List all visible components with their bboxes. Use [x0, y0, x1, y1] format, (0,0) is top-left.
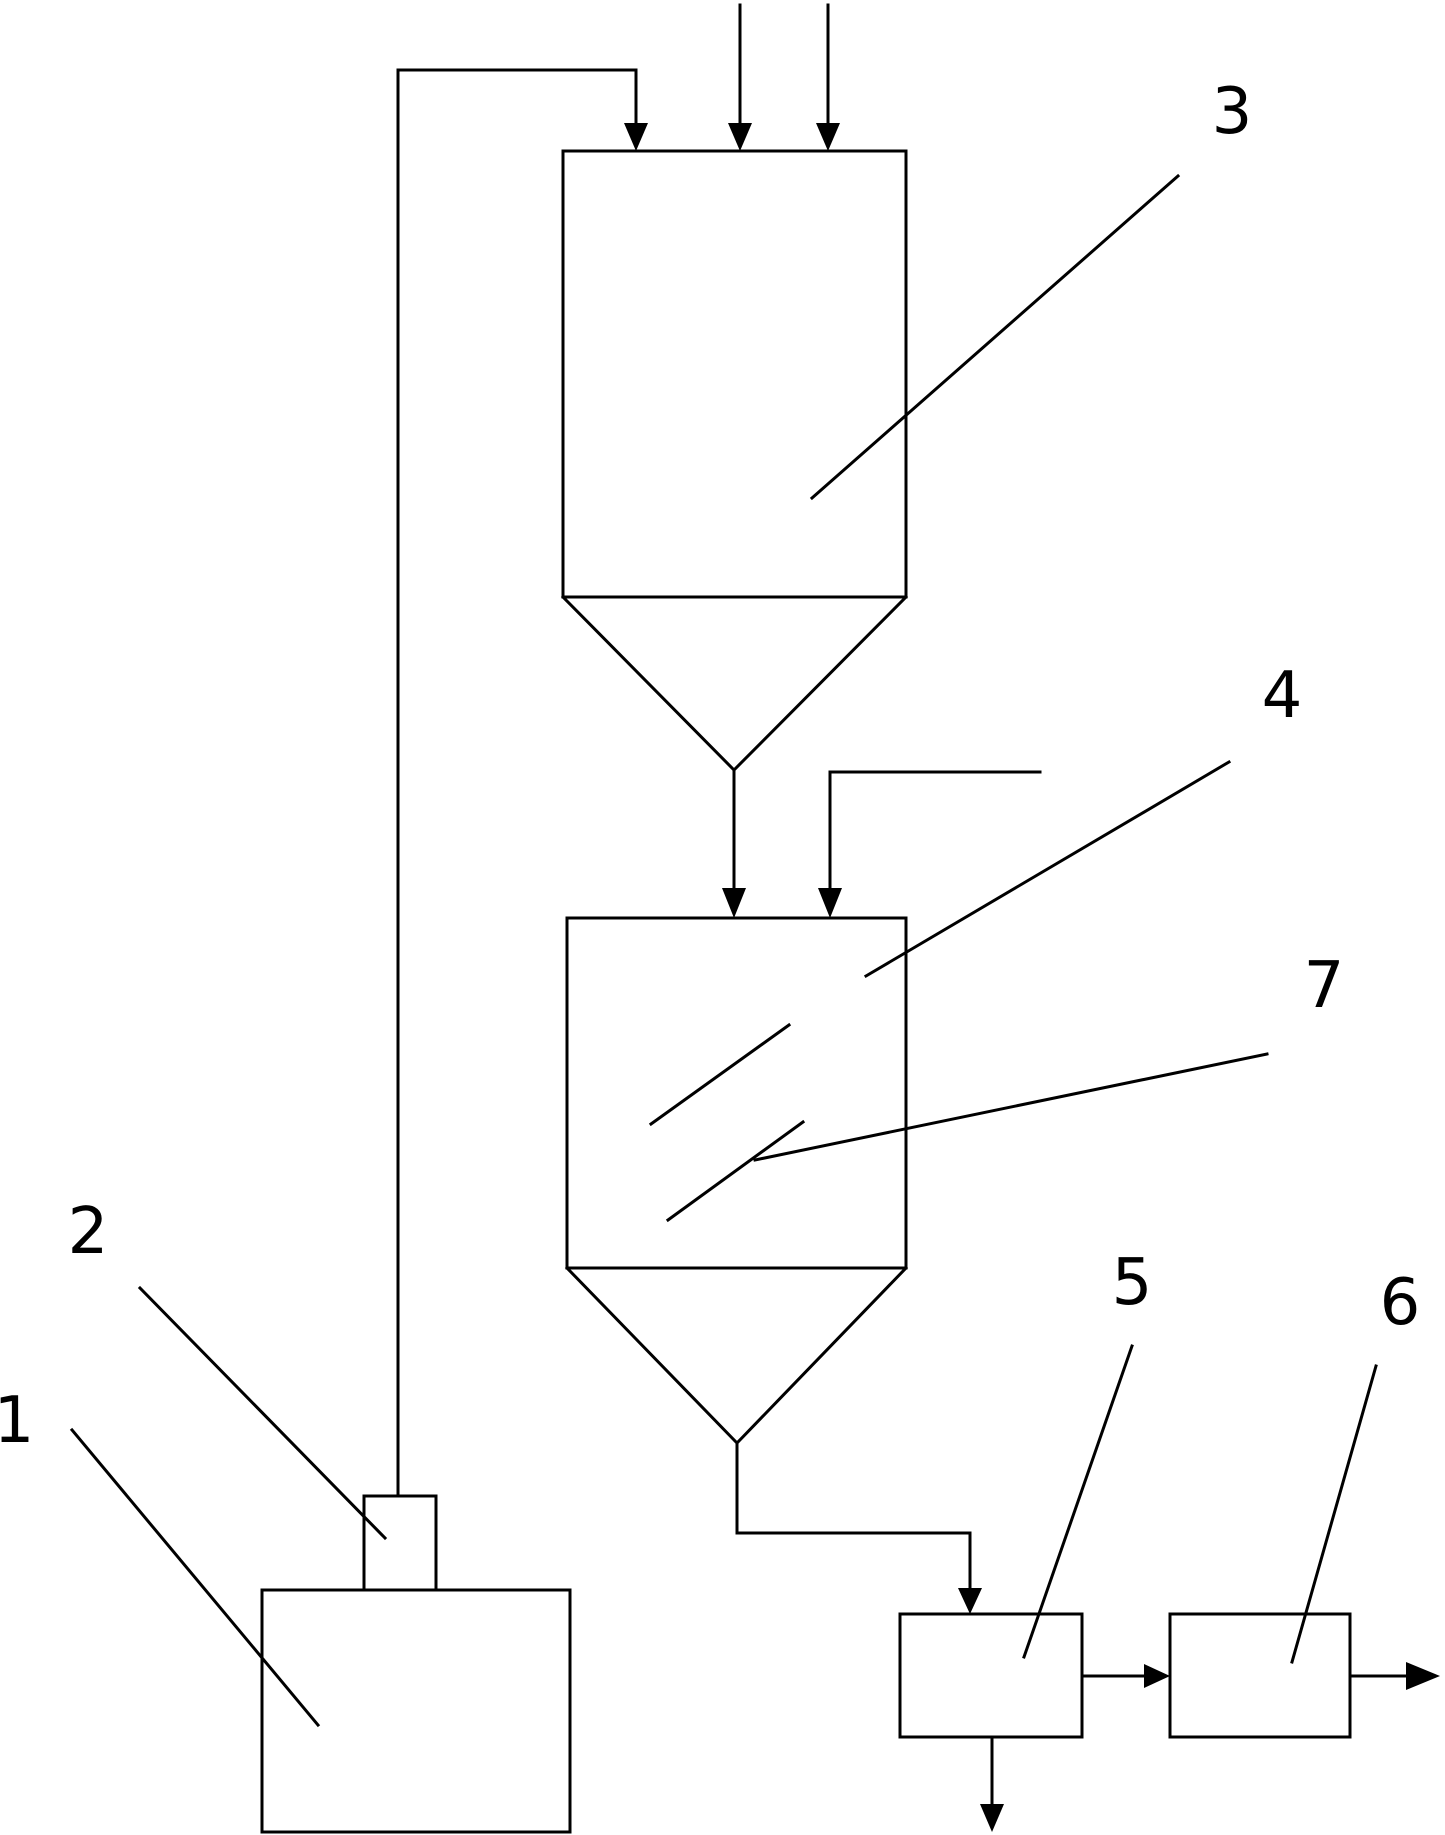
leader-line-3 [809, 173, 1181, 501]
arrow-out-5-bottom [980, 1804, 1004, 1832]
pipe-2-to-3 [396, 68, 638, 1498]
equipment-5 [898, 1612, 1084, 1739]
equipment-6 [1168, 1612, 1352, 1739]
pipe-4-to-5 [735, 1441, 972, 1602]
label-4: 4 [1262, 659, 1303, 733]
label-6: 6 [1380, 1266, 1421, 1340]
label-3: 3 [1212, 75, 1253, 149]
arrow-into-5 [958, 1588, 982, 1614]
leader-line-2 [137, 1285, 388, 1541]
arrow-out-6-right [1406, 1662, 1440, 1690]
label-7: 7 [1304, 949, 1345, 1023]
leader-line-1 [69, 1427, 321, 1728]
leader-line-7 [753, 1052, 1269, 1162]
label-1: 1 [0, 1384, 34, 1458]
leader-line-5 [1022, 1344, 1134, 1659]
arrow-into-3-left [624, 123, 648, 151]
equipment-2-pump [362, 1494, 438, 1592]
internal-plate-7-upper [648, 1022, 792, 1127]
label-2: 2 [68, 1195, 109, 1269]
vessel-4-body [565, 916, 908, 1270]
arrow-into-4-left [722, 888, 746, 918]
vessel-3-cone [560, 594, 909, 773]
label-5: 5 [1112, 1246, 1153, 1320]
leader-line-6 [1290, 1364, 1378, 1664]
feed-line-4 [828, 770, 1042, 902]
vessel-4-cone [564, 1265, 909, 1446]
arrow-into-4-right [818, 888, 842, 918]
vessel-3-body [561, 149, 908, 599]
arrow-into-3-middle [728, 123, 752, 151]
leader-line-4 [863, 759, 1232, 979]
arrow-into-3-right [816, 123, 840, 151]
internal-plate-7-lower [665, 1119, 806, 1223]
arrow-into-6 [1144, 1664, 1170, 1688]
